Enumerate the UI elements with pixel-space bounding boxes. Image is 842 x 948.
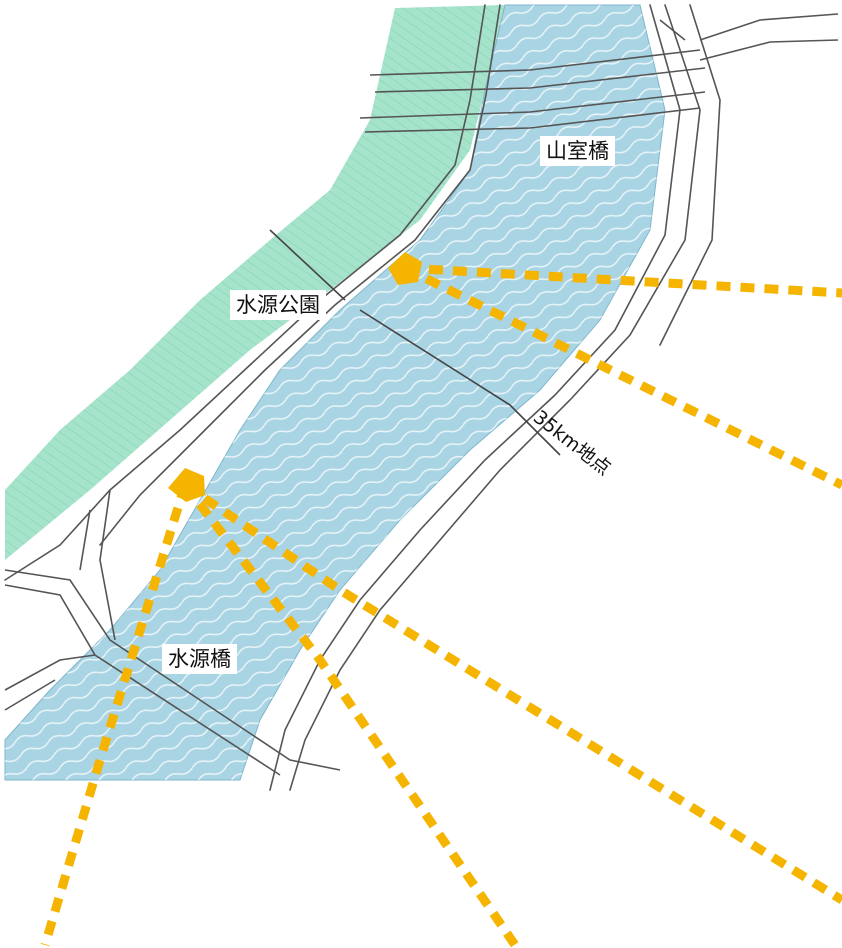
sight-lines-lower [40, 481, 842, 948]
section-line-35km [269, 229, 561, 456]
sight-lines-upper [402, 263, 842, 490]
label-suigen-bridge: 水源橋 [162, 644, 237, 674]
viewpoint-marker-lower-icon[interactable] [168, 468, 205, 502]
yamamuro-bridge-roads [359, 13, 839, 133]
viewpoint-marker-upper-icon[interactable] [388, 252, 422, 285]
label-yamamuro-bridge: 山室橋 [540, 136, 615, 166]
suigen-bridge-roads [4, 489, 341, 776]
levee-lines [4, 4, 721, 791]
label-suigen-park: 水源公園 [230, 290, 326, 320]
